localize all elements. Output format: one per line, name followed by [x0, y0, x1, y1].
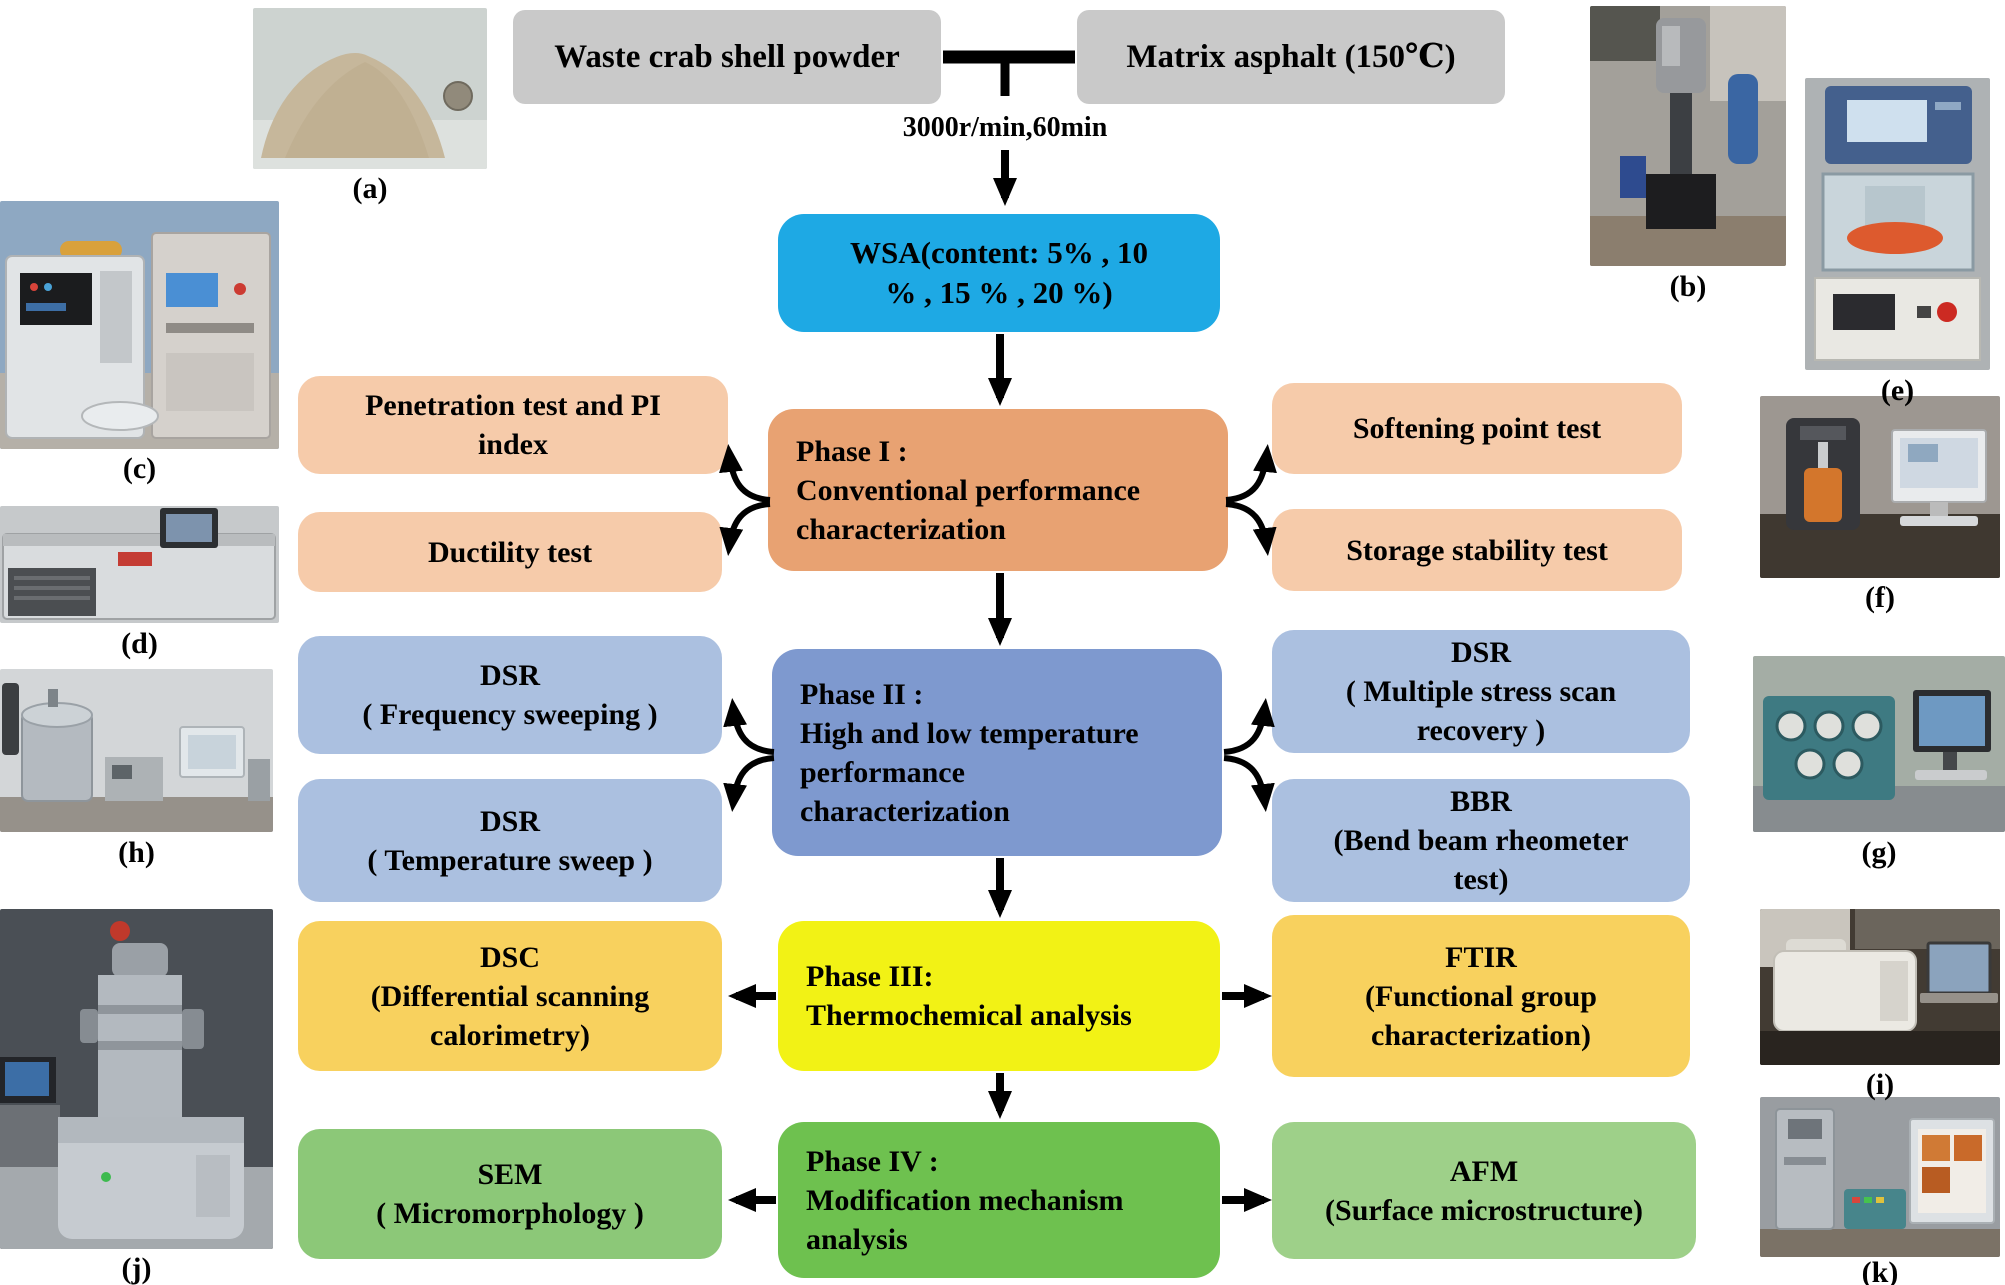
test-box-sem: SEM ( Micromorphology ): [298, 1129, 722, 1259]
test-box-penetration: Penetration test and PI index: [298, 376, 728, 474]
phase-4-box: Phase IV : Modification mechanism analys…: [778, 1122, 1220, 1278]
material-box-matrix-asphalt: Matrix asphalt (150℃): [1077, 10, 1505, 104]
test-box-dsr-frequency: DSR ( Frequency sweeping ): [298, 636, 722, 754]
test-box-dsr-multiple-stress: DSR ( Multiple stress scan recovery ): [1272, 630, 1690, 753]
photo-d-ductility-machine: [0, 506, 279, 623]
shear-mixer-graphic: [1590, 6, 1786, 266]
photo-label-d: (d): [121, 627, 158, 660]
photo-label-e: (e): [1880, 374, 1915, 407]
photo-label-h: (h): [118, 836, 155, 869]
photo-i-ftir: [1760, 909, 2000, 1065]
photo-label-a: (a): [352, 172, 388, 205]
ftir-graphic: [1760, 909, 2000, 1065]
wsa-content-box: WSA(content: 5% , 10 % , 15 % , 20 %): [778, 214, 1220, 332]
test-box-dsr-temperature: DSR ( Temperature sweep ): [298, 779, 722, 902]
photo-a-crab-shell-powder: [253, 8, 487, 169]
test-box-bbr: BBR (Bend beam rheometer test): [1272, 779, 1690, 902]
softening-tester-graphic: [1805, 78, 1990, 370]
photo-k-afm: [1760, 1097, 2000, 1257]
material-box-waste-crab-shell-powder: Waste crab shell powder: [513, 10, 941, 104]
crab-powder-graphic: [253, 8, 487, 169]
storage-stability-graphic: [0, 669, 273, 832]
test-box-afm: AFM (Surface microstructure): [1272, 1122, 1696, 1259]
phase-1-box: Phase I : Conventional performance chara…: [768, 409, 1228, 571]
photo-label-c: (c): [122, 452, 157, 485]
test-box-dsc: DSC (Differential scanning calorimetry): [298, 921, 722, 1071]
photo-g-bbr: [1753, 656, 2005, 832]
photo-label-i: (i): [1865, 1068, 1895, 1101]
photo-e-softening-tester: [1805, 78, 1990, 370]
photo-label-j: (j): [121, 1252, 152, 1285]
phase-2-box: Phase II : High and low temperature perf…: [772, 649, 1222, 856]
test-box-ductility: Ductility test: [298, 512, 722, 592]
photo-label-b: (b): [1669, 270, 1707, 303]
photo-label-g: (g): [1861, 836, 1897, 869]
mixing-condition-text: 3000r/min,60min: [902, 112, 1108, 143]
photo-j-sem: [0, 909, 273, 1249]
phase-3-box: Phase III: Thermochemical analysis: [778, 921, 1220, 1071]
penetration-apparatus-graphic: [0, 201, 279, 449]
test-box-storage-stability: Storage stability test: [1272, 509, 1682, 591]
photo-h-storage-stability: [0, 669, 273, 832]
test-box-softening-point: Softening point test: [1272, 383, 1682, 474]
ductility-machine-graphic: [0, 506, 279, 623]
bbr-graphic: [1753, 656, 2005, 832]
photo-label-f: (f): [1865, 581, 1895, 614]
test-box-ftir: FTIR (Functional group characterization): [1272, 915, 1690, 1077]
afm-graphic: [1760, 1097, 2000, 1257]
sem-graphic: [0, 909, 273, 1249]
photo-f-dsr: [1760, 396, 2000, 578]
photo-c-penetration-apparatus: [0, 201, 279, 449]
dsr-graphic: [1760, 396, 2000, 578]
photo-label-k: (k): [1861, 1256, 1899, 1285]
photo-b-shear-mixer: [1590, 6, 1786, 266]
